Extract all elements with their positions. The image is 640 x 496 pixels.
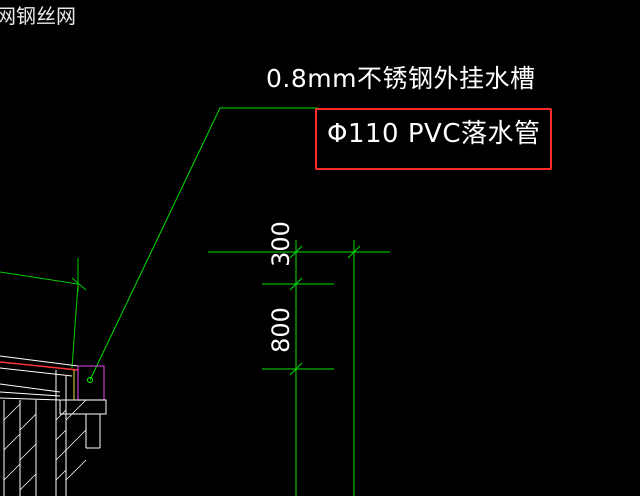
gutter-label[interactable]: 0.8mm不锈钢外挂水槽 bbox=[266, 64, 536, 93]
gutter-outline[interactable] bbox=[77, 365, 105, 401]
top-left-label: 网钢丝网 bbox=[0, 4, 76, 28]
hatch-pattern bbox=[3, 399, 87, 491]
wall-structure bbox=[0, 370, 107, 496]
roof-edge-white-2 bbox=[0, 367, 73, 377]
roof-edge-white bbox=[0, 355, 79, 367]
dimension-lines bbox=[208, 240, 390, 496]
pipe-label[interactable]: Φ110 PVC落水管 bbox=[327, 119, 541, 149]
dimension-upper-text[interactable]: 300 bbox=[266, 221, 295, 267]
roof-slope-line bbox=[0, 271, 79, 369]
gutter-node bbox=[87, 377, 93, 383]
highlight-box bbox=[315, 108, 552, 170]
dimension-lower-text[interactable]: 800 bbox=[266, 307, 295, 353]
leader-line bbox=[89, 107, 318, 381]
slope-tick-2 bbox=[71, 277, 87, 291]
roof-edge-red bbox=[0, 361, 79, 371]
